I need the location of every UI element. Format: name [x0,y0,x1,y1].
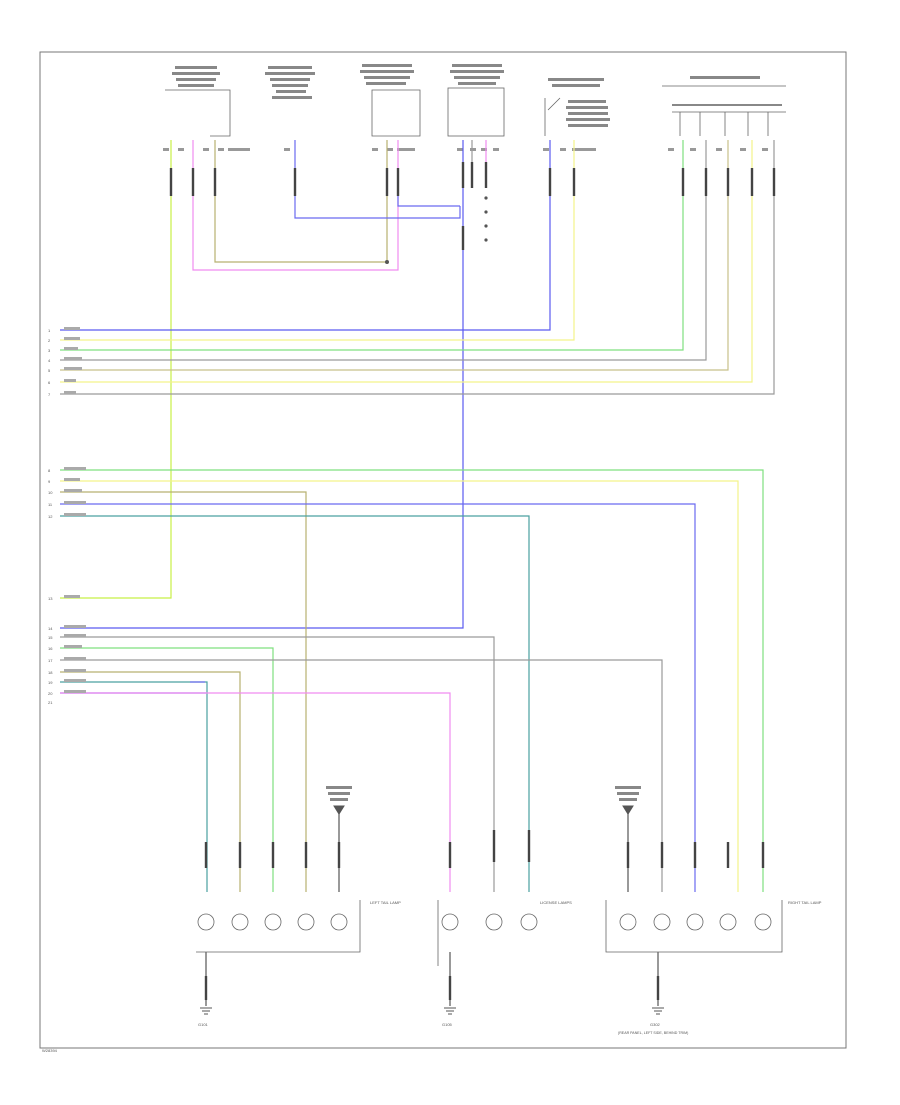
conn-d-pin: 19 [48,680,53,685]
wire-b8-green [60,469,764,892]
conn-b-pin: 12 [48,514,53,519]
wire-blue-top2 [397,186,460,207]
top-components [165,85,786,137]
conn-b-pin: 9 [48,479,51,484]
conn-d-pin: 17 [48,658,53,663]
top-component-labels [172,64,782,127]
wire-a6-yellow [60,140,753,383]
license-lamp-label: LICENSE LAMPS [540,900,572,905]
wire-a7-gray [60,140,775,395]
right-tail-lamp-label: RIGHT TAIL LAMP [788,900,822,905]
conn-d-pin: 14 [48,626,53,631]
conn-d-pin: 16 [48,646,53,651]
wire-a2-yellow [60,140,575,341]
conn-a-pin: 2 [48,338,51,343]
conn-c-pin: 13 [48,596,53,601]
right-lamp-assembly [605,900,783,953]
wire-d19-teal [60,681,208,892]
wire-b9-yellow [60,480,739,892]
central-module-box [447,87,505,137]
connector-a-labels: 1 2 3 4 5 6 7 [48,328,51,397]
center-lamp-assembly [437,900,538,966]
diagram-border [39,51,847,1049]
ground-symbols [200,805,664,1015]
conn-a-pin: 4 [48,358,51,363]
conn-b-pin: 11 [48,502,53,507]
right-mirror-box [371,89,421,137]
wire-lime-13 [60,140,172,599]
wire-b10-olive [60,491,307,892]
wire-d16-green [60,647,274,892]
light-switch-box [662,85,786,136]
conn-a-pin: 1 [48,328,51,333]
wire-d17-gray [60,659,663,892]
wire-d21-pink [60,692,451,892]
conn-a-pin: 3 [48,348,51,353]
conn-a-pin: 7 [48,392,51,397]
wire-d15-gray [60,636,495,892]
wire-d18-olive [60,671,241,892]
ground-right-note: (REAR PANEL, LEFT SIDE, BEHIND TRIM) [618,1031,688,1035]
ground-top-labels [326,786,641,801]
wire-blue-central [60,140,464,629]
lower-connector-blocks [204,830,765,1000]
ground-left-label: G101 [198,1022,209,1027]
wire-a3-green [60,140,684,351]
wire-olive-top [214,140,388,263]
top-connector-blocks [169,162,776,250]
conn-a-pin: 5 [48,368,51,373]
left-tail-lamp-label: LEFT TAIL LAMP [370,900,401,905]
conn-a-pin: 6 [48,380,51,385]
conn-b-pin: 10 [48,490,53,495]
diagram-code: W28394 [42,1048,58,1053]
ground-right-label: G302 [650,1022,661,1027]
connector-c-labels: 13 [48,596,53,601]
wire-a5-olive [60,140,729,371]
wire-a1-blue [60,140,551,331]
conn-b-pin: 8 [48,468,51,473]
splice-dots [385,196,488,264]
conn-d-pin: 20 [48,691,53,696]
conn-d-pin: 15 [48,635,53,640]
left-component-box [165,89,231,137]
wire-group [60,140,775,1006]
top-pins [163,148,768,151]
left-lamp-assembly [196,900,361,953]
wire-a4-gray [60,140,707,361]
wire-code-stubs [64,327,86,693]
connector-b-labels: 8 9 10 11 12 [48,468,53,519]
conn-d-pin: 21 [48,700,53,705]
conn-d-pin: 18 [48,670,53,675]
ground-center-label: G105 [442,1022,453,1027]
wire-b12-teal [60,515,530,892]
wire-b11-blue [60,503,696,892]
switch-symbol [544,97,561,136]
connector-d-labels: 14 15 16 17 18 19 20 21 [48,626,53,705]
